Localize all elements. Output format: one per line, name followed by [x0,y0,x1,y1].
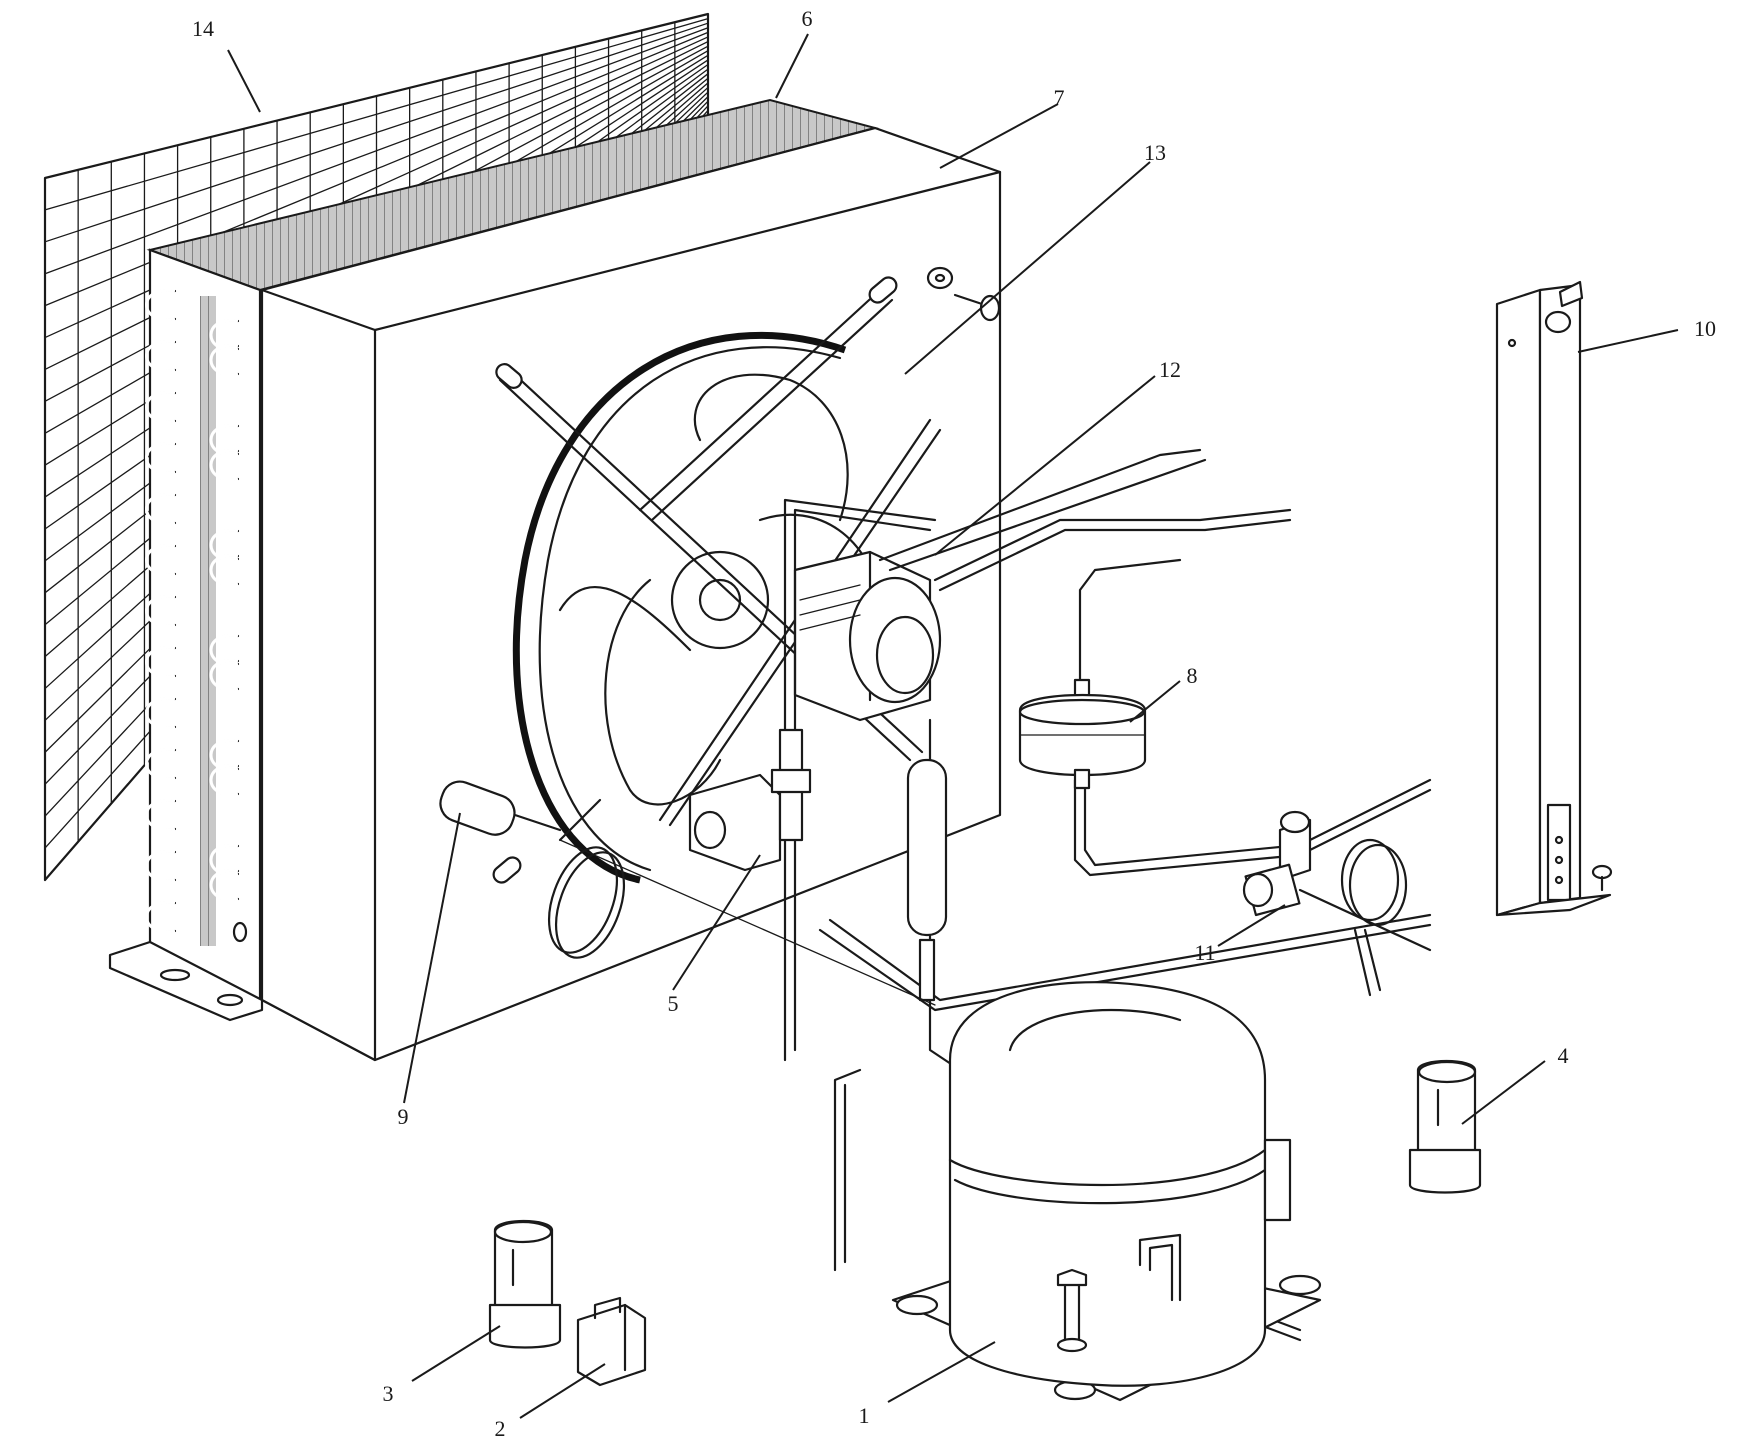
capacitor-left [488,1220,562,1349]
callout-10: 10 [1694,316,1716,341]
solenoid-valve [688,728,812,872]
callout-13: 13 [1144,140,1166,165]
callout-6: 6 [802,6,813,31]
service-valve [1242,810,1408,997]
grille-wire-horizontal [44,22,709,243]
callout-labels: 14 6 7 13 12 8 10 11 4 9 5 1 3 2 [192,6,1716,1441]
grille-wire-horizontal [44,27,709,275]
callout-8: 8 [1187,663,1198,688]
callout-12: 12 [1159,357,1181,382]
coil-bends [145,288,240,934]
mounting-bracket [1495,280,1613,917]
callout-9: 9 [398,1104,409,1129]
grille-wire-horizontal [44,17,709,211]
relay [576,1296,647,1387]
callout-5: 5 [668,991,679,1016]
callout-2: 2 [495,1416,506,1441]
compressor [891,981,1322,1402]
fan-assembly [512,332,883,884]
callout-11: 11 [1194,940,1215,965]
callout-1: 1 [859,1403,870,1428]
leader-lines [227,33,1679,1419]
mounting-foot-left [108,940,264,1022]
callout-14: 14 [192,16,214,41]
filter-drier [906,758,948,1002]
fan-shroud-panel [232,126,1002,1062]
capacitor-right [1408,1060,1482,1194]
accumulator [1018,678,1147,790]
callout-4: 4 [1558,1043,1569,1068]
callout-7: 7 [1054,85,1065,110]
screw-washer [926,266,1001,322]
fan-motor [793,550,942,722]
callout-3: 3 [383,1381,394,1406]
